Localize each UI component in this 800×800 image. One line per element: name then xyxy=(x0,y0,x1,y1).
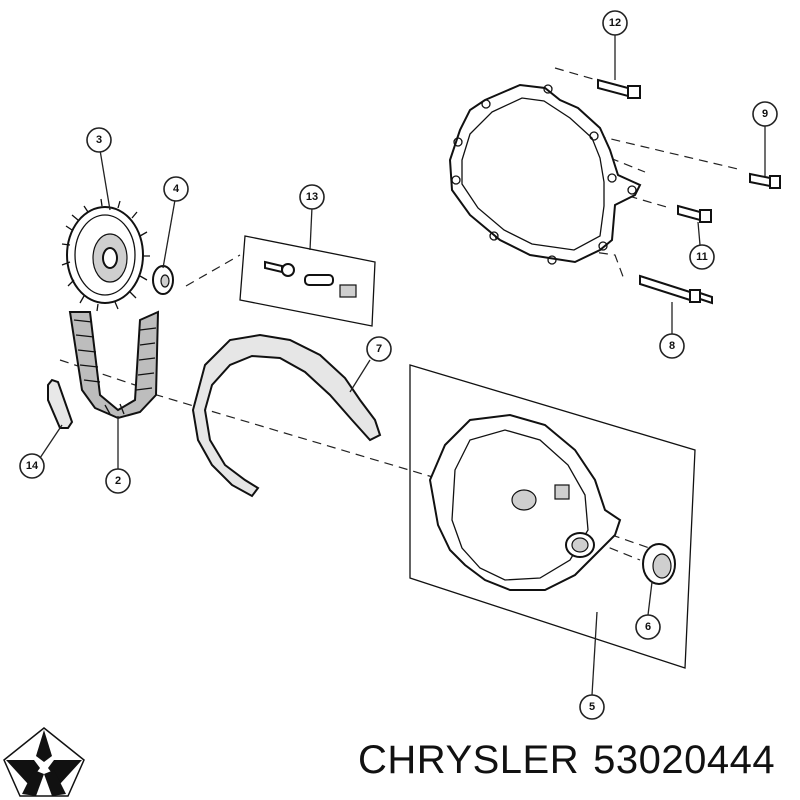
callout-8: 8 xyxy=(659,333,685,359)
timing-chain-part xyxy=(68,310,160,420)
bolt-9-part xyxy=(749,172,781,189)
callout-label: 4 xyxy=(173,183,180,195)
callout-13: 13 xyxy=(299,184,325,210)
brand-name: CHRYSLER xyxy=(358,738,580,782)
callout-label: 13 xyxy=(306,191,318,203)
callout-11: 11 xyxy=(689,244,715,270)
timing-cover-part xyxy=(409,364,696,669)
oil-slinger-part xyxy=(47,378,74,429)
brand-part-caption: CHRYSLER 53020444 xyxy=(358,738,789,783)
callout-14: 14 xyxy=(19,453,45,479)
callout-label: 5 xyxy=(589,701,595,713)
callout-label: 9 xyxy=(762,108,768,120)
callout-6: 6 xyxy=(635,614,661,640)
camshaft-sprocket-part xyxy=(61,198,150,312)
callout-label: 14 xyxy=(26,460,39,472)
callout-12: 12 xyxy=(602,10,628,36)
pentastar-logo-icon xyxy=(3,727,85,797)
callout-2: 2 xyxy=(105,468,131,494)
part-number: 53020444 xyxy=(593,738,776,782)
callout-label: 7 xyxy=(376,343,382,355)
alignment-lines xyxy=(59,67,743,561)
front-cover-seal-part xyxy=(191,333,382,498)
callout-4: 4 xyxy=(163,176,189,202)
callout-7: 7 xyxy=(366,336,392,362)
bolt-11-part xyxy=(677,204,712,223)
callout-5: 5 xyxy=(579,694,605,720)
callout-label: 12 xyxy=(609,17,621,29)
oil-seal-part xyxy=(642,543,676,585)
stud-8-part xyxy=(639,274,713,305)
callout-9: 9 xyxy=(752,101,778,127)
callout-3: 3 xyxy=(86,127,112,153)
bolt-12-part xyxy=(597,78,641,99)
callout-label: 2 xyxy=(115,475,121,487)
callout-label: 3 xyxy=(96,134,102,146)
callout-label: 6 xyxy=(645,621,651,633)
timing-cover-gasket-part xyxy=(448,83,642,265)
washer-part xyxy=(152,265,174,295)
callout-label: 8 xyxy=(669,340,675,352)
callout-label: 11 xyxy=(696,251,708,263)
leader-lines xyxy=(39,35,766,696)
bolt-kit-part xyxy=(239,235,376,327)
